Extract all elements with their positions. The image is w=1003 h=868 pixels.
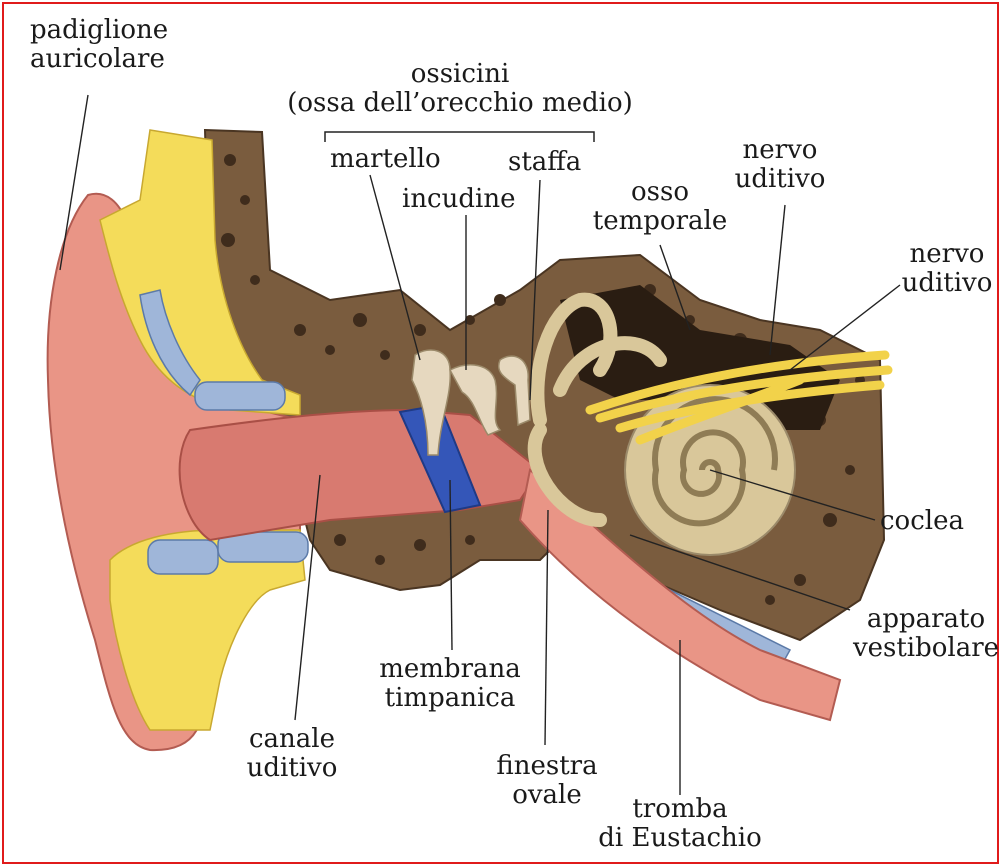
label-ossicini: ossicini (ossa dell’orecchio medio) (270, 60, 650, 118)
label-line: osso (585, 178, 735, 207)
label-line: ossicini (270, 60, 650, 89)
label-line: vestibolare (850, 634, 1002, 663)
label-line: apparato (850, 605, 1002, 634)
label-line: finestra (482, 752, 612, 781)
label-line: membrana (370, 655, 530, 684)
label-osso-temporale: osso temporale (585, 178, 735, 236)
label-line: tromba (585, 795, 775, 824)
label-apparato-vestibolare: apparato vestibolare (850, 605, 1002, 663)
label-line: staffa (508, 148, 581, 177)
label-tromba-di-eustachio: tromba di Eustachio (585, 795, 775, 853)
label-canale-uditivo: canale uditivo (232, 725, 352, 783)
label-line: uditivo (715, 165, 845, 194)
label-line: uditivo (232, 754, 352, 783)
label-nervo-uditivo-upper: nervo uditivo (715, 136, 845, 194)
label-line: nervo (892, 240, 1002, 269)
label-line: padiglione (30, 16, 168, 45)
label-staffa: staffa (508, 148, 581, 177)
label-line: (ossa dell’orecchio medio) (270, 89, 650, 118)
label-line: timpanica (370, 684, 530, 713)
label-line: auricolare (30, 45, 168, 74)
label-line: nervo (715, 136, 845, 165)
label-martello: martello (330, 145, 441, 174)
label-line: incudine (402, 185, 515, 214)
label-incudine: incudine (402, 185, 515, 214)
label-padiglione-auricolare: padiglione auricolare (30, 16, 168, 74)
label-line: di Eustachio (585, 824, 775, 853)
label-coclea: coclea (880, 507, 964, 536)
ossicini-bracket (325, 132, 594, 142)
label-line: martello (330, 145, 441, 174)
label-line: uditivo (892, 269, 1002, 298)
label-membrana-timpanica: membrana timpanica (370, 655, 530, 713)
label-line: temporale (585, 207, 735, 236)
label-line: coclea (880, 507, 964, 536)
label-line: canale (232, 725, 352, 754)
label-nervo-uditivo-right: nervo uditivo (892, 240, 1002, 298)
